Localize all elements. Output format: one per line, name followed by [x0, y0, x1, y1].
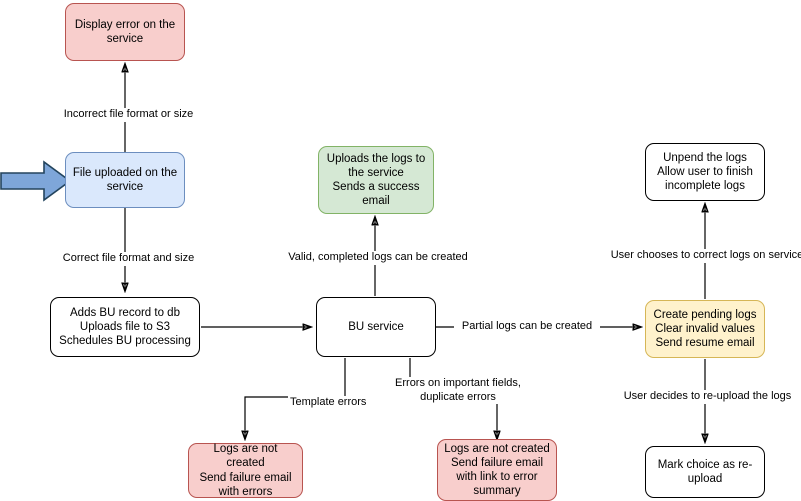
node-uploads-logs-label: Uploads the logs to the service Sends a … [326, 152, 426, 208]
node-logs-not-created-template-label: Logs are not created Send failure email … [199, 443, 292, 498]
input-block-arrow-icon [0, 160, 72, 202]
edge-label-valid-completed: Valid, completed logs can be created [282, 251, 474, 265]
node-display-error-label: Display error on the service [74, 18, 176, 45]
node-uploads-logs[interactable]: Uploads the logs to the service Sends a … [318, 146, 434, 214]
node-create-pending-logs[interactable]: Create pending logs Clear invalid values… [645, 300, 765, 358]
node-mark-choice-reupload[interactable]: Mark choice as re- upload [645, 446, 765, 498]
node-logs-not-created-fields-label: Logs are not created Send failure email … [444, 442, 550, 498]
edge-label-errors-important-fields: Errors on important fields, duplicate er… [391, 377, 525, 404]
node-mark-choice-reupload-label: Mark choice as re- upload [657, 458, 753, 485]
node-create-pending-logs-label: Create pending logs Clear invalid values… [653, 308, 757, 350]
edge-label-incorrect-format: Incorrect file format or size [59, 108, 198, 122]
edge-label-partial-logs: Partial logs can be created [454, 320, 600, 334]
node-unpend-logs-label: Unpend the logs Allow user to finish inc… [657, 151, 753, 193]
edge-label-user-corrects-logs: User chooses to correct logs on service [608, 249, 801, 263]
node-file-uploaded[interactable]: File uploaded on the service [65, 152, 185, 208]
node-bu-service[interactable]: BU service [316, 297, 436, 357]
node-adds-bu-record[interactable]: Adds BU record to db Uploads file to S3 … [50, 297, 200, 357]
edge-label-user-reuploads-logs: User decides to re-upload the logs [619, 390, 796, 404]
node-display-error[interactable]: Display error on the service [65, 3, 185, 61]
edge-label-correct-format: Correct file format and size [59, 252, 198, 266]
node-bu-service-label: BU service [348, 320, 404, 333]
node-logs-not-created-template[interactable]: Logs are not created Send failure email … [188, 443, 303, 498]
node-logs-not-created-fields[interactable]: Logs are not created Send failure email … [437, 439, 557, 501]
node-file-uploaded-label: File uploaded on the service [72, 166, 178, 193]
node-adds-bu-record-label: Adds BU record to db Uploads file to S3 … [59, 306, 191, 348]
edge-label-template-errors: Template errors [288, 396, 378, 410]
node-unpend-logs[interactable]: Unpend the logs Allow user to finish inc… [645, 143, 765, 201]
